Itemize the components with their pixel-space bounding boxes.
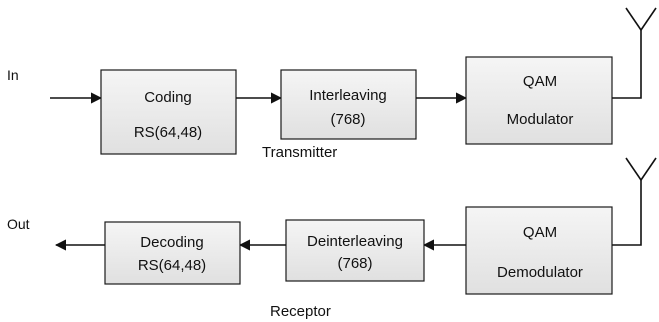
transmit-antenna-icon xyxy=(612,7,657,99)
modulator-subtitle: Modulator xyxy=(507,111,574,128)
receive-antenna-icon xyxy=(612,157,657,246)
receptor-label: Receptor xyxy=(270,303,331,320)
deinterleaving-size: (768) xyxy=(337,255,372,272)
coding-title: Coding xyxy=(144,89,192,106)
coding-code: RS(64,48) xyxy=(134,124,202,141)
modulator-title: QAM xyxy=(523,73,557,90)
decoding-block: Decoding RS(64,48) xyxy=(104,221,241,285)
coding-block: Coding RS(64,48) xyxy=(100,69,237,155)
interleaving-title: Interleaving xyxy=(309,87,387,104)
qam-demodulator-block: QAM Demodulator xyxy=(465,206,613,295)
output-label: Out xyxy=(7,216,30,232)
interleaving-size: (768) xyxy=(330,111,365,128)
decoding-code: RS(64,48) xyxy=(138,257,206,274)
demodulator-title: QAM xyxy=(523,224,557,241)
input-label: In xyxy=(7,67,19,83)
decoding-title: Decoding xyxy=(140,234,203,251)
deinterleaving-block: Deinterleaving (768) xyxy=(285,219,425,282)
transmitter-label: Transmitter xyxy=(262,144,337,161)
interleaving-block: Interleaving (768) xyxy=(280,69,417,140)
deinterleaving-title: Deinterleaving xyxy=(307,233,403,250)
qam-modulator-block: QAM Modulator xyxy=(465,56,613,145)
demodulator-subtitle: Demodulator xyxy=(497,264,583,281)
